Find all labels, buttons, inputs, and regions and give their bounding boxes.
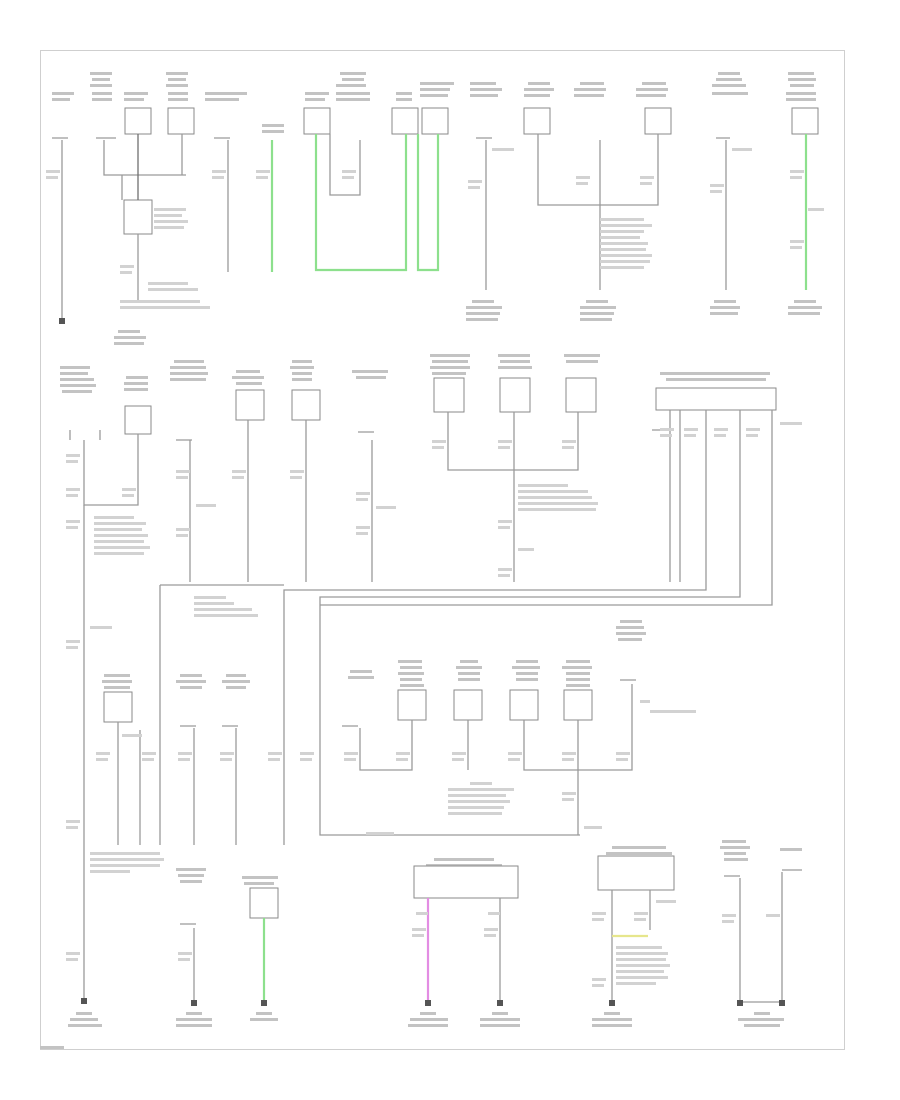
diagram-frame — [40, 50, 845, 1050]
row-4-components — [66, 840, 802, 1027]
row-2-components — [60, 354, 802, 845]
row-1-components — [46, 72, 824, 345]
row-3-components — [66, 620, 696, 845]
diagram-code — [40, 1046, 64, 1049]
